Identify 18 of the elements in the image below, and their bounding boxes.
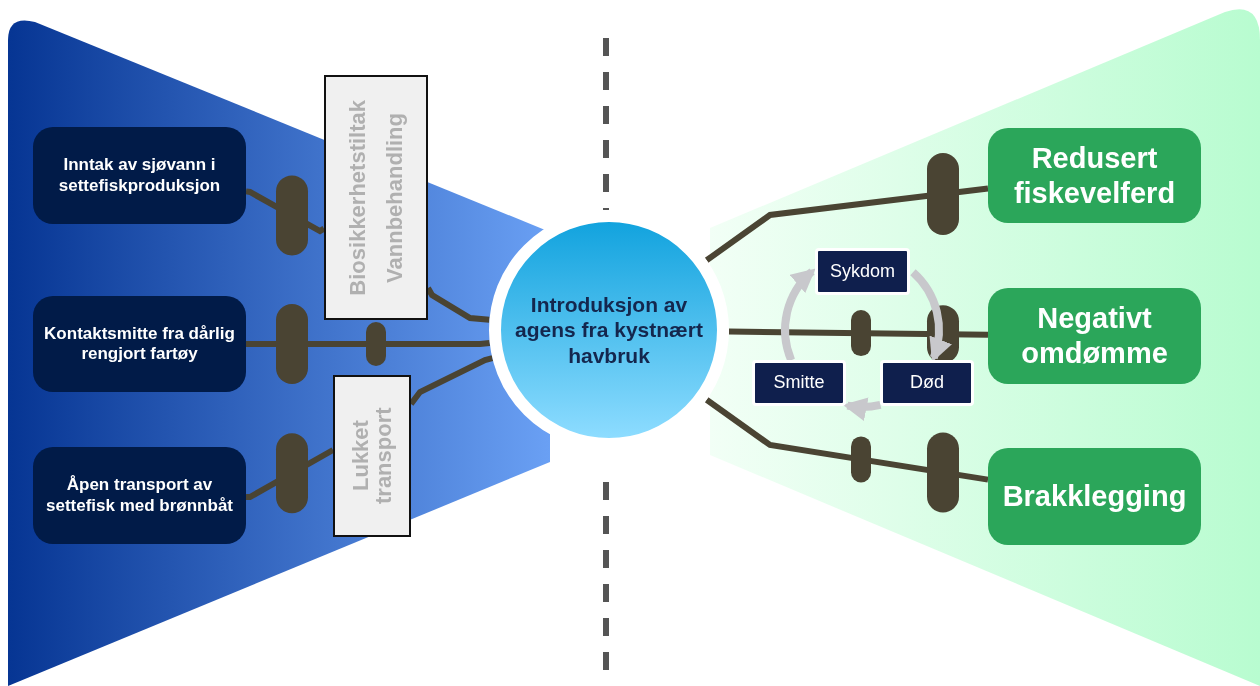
- cycle-arrow: [842, 396, 882, 421]
- cause-box: Åpen transport av settefisk med brønnbåt: [33, 447, 246, 544]
- consequence-box: Redusert fiskevelferd: [988, 128, 1201, 223]
- consequence-box: Brakklegging: [988, 448, 1201, 545]
- barrier-box: [324, 75, 428, 320]
- cause-box: Kontaktsmitte fra dårlig rengjort fartøy: [33, 296, 246, 392]
- cause-box: Inntak av sjøvann i settefiskproduksjon: [33, 127, 246, 224]
- barrier-line: [246, 304, 491, 384]
- barrier-label: Biosikkerhetstiltak: [345, 99, 369, 296]
- cycle-arrow: [781, 268, 816, 362]
- barrier-label: Vannbehandling: [383, 112, 407, 283]
- cycle-box: Smitte: [752, 360, 846, 406]
- barrier-line: [704, 397, 989, 513]
- consequence-box: Negativt omdømme: [988, 288, 1201, 384]
- barrier-line: [704, 152, 989, 263]
- cycle-box: Død: [880, 360, 974, 406]
- barrier-box: Lukket transport: [333, 375, 411, 537]
- cycle-box: Sykdom: [815, 248, 910, 295]
